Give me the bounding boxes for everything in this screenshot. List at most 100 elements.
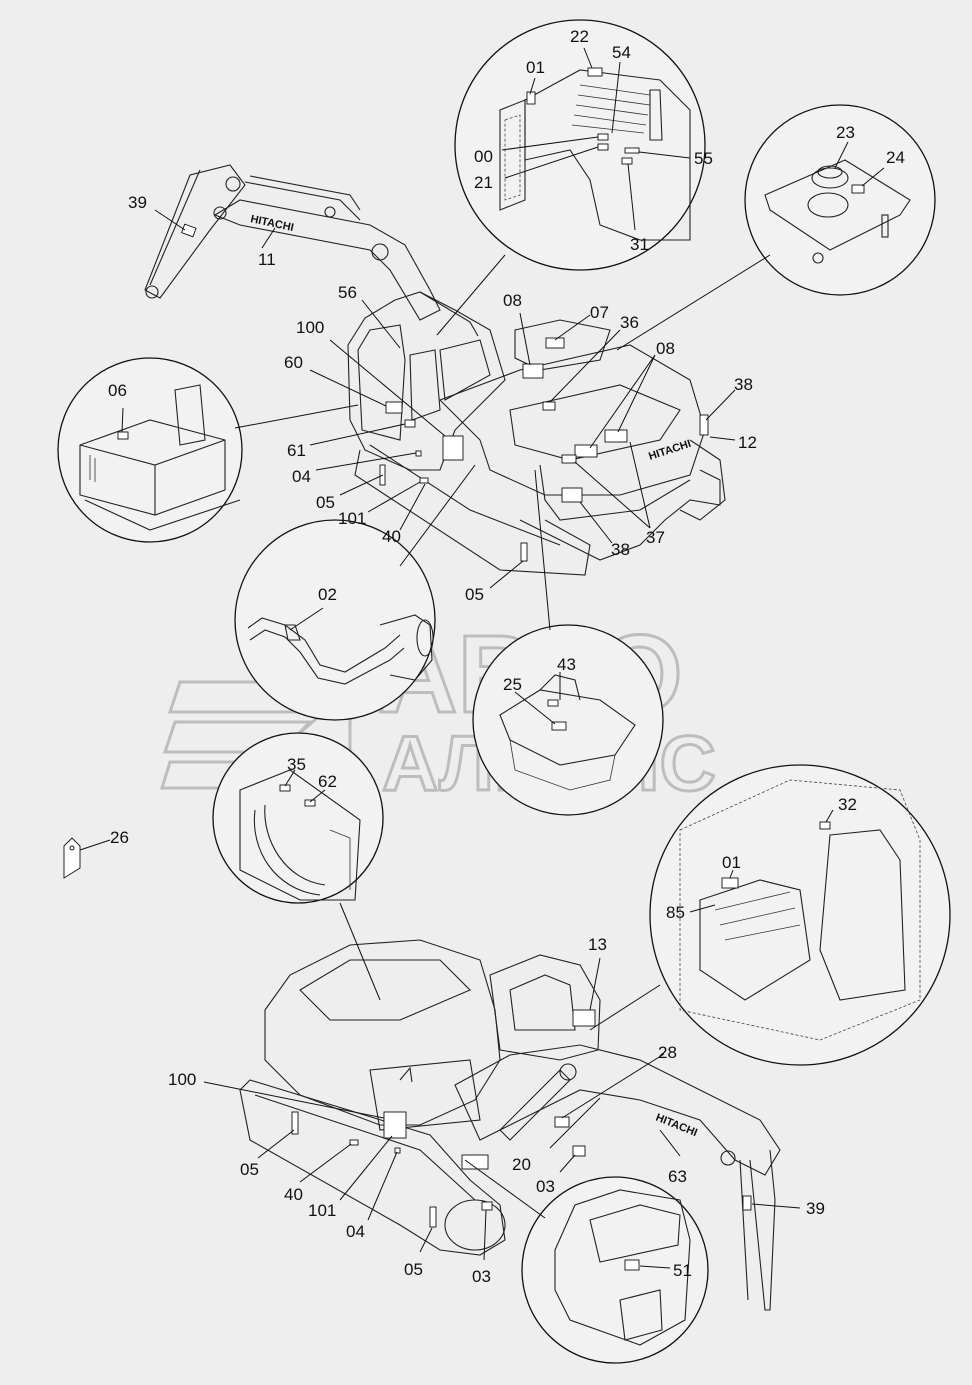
leader-lines — [79, 47, 885, 1269]
decal-39-bottom — [742, 1195, 752, 1211]
decal-05-bottom-a — [291, 1111, 299, 1135]
detail-hose — [234, 519, 436, 721]
callout-38-side: 38 — [734, 375, 753, 394]
callout-39-bottom: 39 — [806, 1199, 825, 1218]
decal-03-bottom — [481, 1201, 493, 1211]
detail-floor — [472, 624, 664, 816]
callout-85: 85 — [666, 903, 685, 922]
decal-51 — [624, 1259, 640, 1271]
callout-04-bottom: 04 — [346, 1222, 365, 1241]
callout-23: 23 — [836, 123, 855, 142]
decal-24 — [851, 184, 865, 194]
callout-35: 35 — [287, 755, 306, 774]
decal-35 — [279, 784, 291, 792]
callout-43: 43 — [557, 655, 576, 674]
callout-22: 22 — [570, 27, 589, 46]
decal-00 — [597, 133, 609, 141]
tag-26 — [63, 837, 81, 879]
callout-13: 13 — [588, 935, 607, 954]
callout-37: 37 — [646, 528, 665, 547]
callout-40-top: 40 — [382, 527, 401, 546]
callout-100-bottom: 100 — [168, 1070, 196, 1089]
decal-08-top — [522, 363, 544, 379]
detail-cab-interior — [454, 19, 706, 271]
callout-40-bottom: 40 — [284, 1185, 303, 1204]
callout-61: 61 — [287, 441, 306, 460]
callout-08-counter: 08 — [656, 339, 675, 358]
decal-61 — [404, 419, 416, 428]
decal-25 — [551, 721, 567, 731]
callouts: 39 11 56 100 60 61 04 05 101 40 08 07 36… — [108, 27, 905, 1286]
callout-54: 54 — [612, 43, 631, 62]
detail-radiator — [212, 732, 384, 904]
callout-31: 31 — [630, 235, 649, 254]
callout-12: 12 — [738, 433, 757, 452]
decal-01-console — [721, 877, 739, 889]
decal-100-top — [442, 435, 464, 461]
callout-100-top: 100 — [296, 318, 324, 337]
callout-39-top: 39 — [128, 193, 147, 212]
callout-25: 25 — [503, 675, 522, 694]
callout-26: 26 — [110, 828, 129, 847]
detail-control-panel — [744, 104, 936, 296]
decal-28 — [554, 1116, 570, 1128]
decal-38-side — [699, 414, 709, 436]
decal-38-rear — [561, 487, 583, 503]
decal-55 — [624, 147, 640, 154]
callout-62: 62 — [318, 772, 337, 791]
callout-05-top: 05 — [316, 493, 335, 512]
decal-22 — [587, 67, 603, 77]
callout-51: 51 — [673, 1261, 692, 1280]
decal-37 — [561, 454, 577, 464]
decal-62 — [304, 799, 316, 807]
callout-00: 00 — [474, 147, 493, 166]
callout-03-bottom: 03 — [472, 1267, 491, 1286]
excavator-bottom: HITACHI — [239, 939, 781, 1311]
callout-36: 36 — [620, 313, 639, 332]
decal-32 — [819, 821, 831, 830]
callout-32: 32 — [838, 795, 857, 814]
decal-07 — [545, 337, 565, 349]
callout-01-cab: 01 — [526, 58, 545, 77]
decal-01-cab — [526, 91, 536, 105]
decal-60 — [385, 401, 403, 414]
callout-28: 28 — [658, 1043, 677, 1062]
callout-05-track: 05 — [465, 585, 484, 604]
callout-05-bottom-a: 05 — [240, 1160, 259, 1179]
decal-03-track — [572, 1145, 586, 1157]
decal-20 — [461, 1154, 489, 1170]
detail-battery-box — [57, 357, 243, 543]
callout-60: 60 — [284, 353, 303, 372]
callout-08-cab: 08 — [503, 291, 522, 310]
decal-08-counter-b — [604, 429, 628, 443]
decal-04-bottom — [394, 1147, 401, 1154]
callout-02: 02 — [318, 585, 337, 604]
detail-cab-console — [649, 764, 951, 1066]
callout-21: 21 — [474, 173, 493, 192]
decal-43 — [547, 699, 559, 707]
callout-20: 20 — [512, 1155, 531, 1174]
callout-11: 11 — [258, 250, 276, 269]
callout-55: 55 — [694, 149, 713, 168]
callout-01-console: 01 — [722, 853, 741, 872]
decal-04-top — [415, 450, 422, 457]
callout-06: 06 — [108, 381, 127, 400]
decal-36 — [542, 401, 556, 411]
callout-24: 24 — [886, 148, 905, 167]
brand-text-boom: HITACHI — [654, 1112, 699, 1140]
callout-56: 56 — [338, 283, 357, 302]
decal-101-top — [419, 477, 429, 484]
callout-04-top: 04 — [292, 467, 311, 486]
decal-05-top-right — [520, 542, 528, 562]
callout-101-top: 101 — [338, 509, 366, 528]
decal-05-bottom-b — [429, 1206, 437, 1228]
decal-21 — [597, 143, 609, 151]
callout-07: 07 — [590, 303, 609, 322]
decal-40-bottom — [349, 1139, 359, 1146]
decal-06 — [117, 431, 129, 440]
decal-31 — [621, 157, 633, 165]
callout-38-rear: 38 — [611, 540, 630, 559]
callout-03-track: 03 — [536, 1177, 555, 1196]
detail-cab-frame — [521, 1176, 709, 1364]
